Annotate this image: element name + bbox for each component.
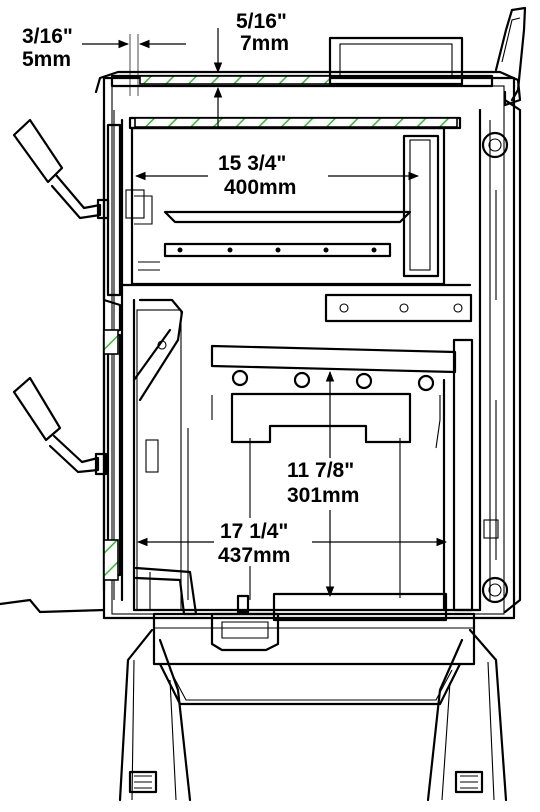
upper-door-handle — [12, 118, 110, 220]
dimension-firebox-width: 17 1/4" 437mm — [136, 518, 448, 567]
dim-firebox-height-imperial: 11 7/8" — [287, 459, 354, 482]
dimension-side-gap: 3/16" 5mm — [22, 25, 186, 96]
divider-plate — [118, 283, 473, 323]
upper-chamber — [128, 116, 462, 286]
base-and-legs — [0, 598, 508, 802]
dim-firebox-width-imperial: 17 1/4" — [220, 520, 288, 543]
dim-upper-width-imperial: 15 3/4" — [218, 152, 286, 175]
right-side-panel — [478, 98, 522, 614]
dimension-top-gap: 5/16" 7mm — [213, 10, 289, 128]
dim-upper-width-metric: 400mm — [224, 176, 296, 199]
dim-firebox-width-metric: 437mm — [218, 544, 290, 567]
dim-top-gap-metric: 7mm — [240, 32, 289, 55]
lower-door-handle — [12, 376, 108, 476]
dimension-firebox-height: 11 7/8" 301mm — [283, 370, 379, 598]
stove-body-outline — [94, 6, 527, 620]
dimension-upper-width: 15 3/4" 400mm — [134, 152, 420, 199]
dim-top-gap-imperial: 5/16" — [236, 10, 287, 33]
firebox — [132, 298, 482, 652]
dim-firebox-height-metric: 301mm — [287, 484, 359, 507]
dim-side-gap-imperial: 3/16" — [22, 25, 73, 48]
dim-side-gap-metric: 5mm — [22, 48, 71, 71]
